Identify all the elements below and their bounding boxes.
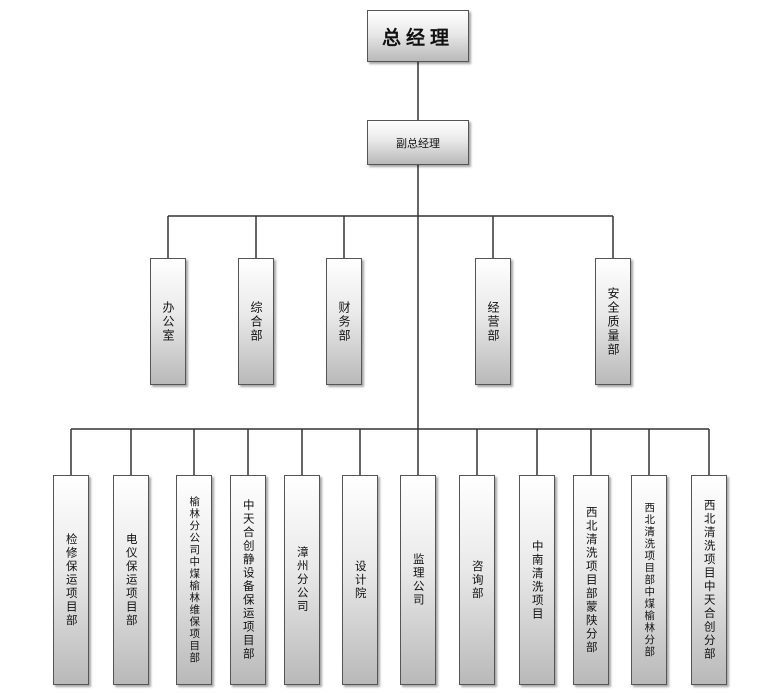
project-label: 西北清洗项目部中煤榆林分部	[643, 502, 656, 658]
project-label: 中天合创静设备保运项目部	[241, 499, 256, 661]
project-label: 西北清洗项目部蒙陕分部	[584, 505, 599, 655]
project-label: 中南清洗项目	[530, 539, 545, 621]
department-label: 财务部	[337, 300, 351, 343]
project-box-11: 西北清洗项目部中煤榆林分部	[631, 475, 667, 685]
department-label: 经营部	[486, 300, 500, 343]
project-box-10: 西北清洗项目部蒙陕分部	[573, 475, 609, 685]
project-box-2: 电仪保运项目部	[113, 475, 149, 685]
project-box-4: 中天合创静设备保运项目部	[230, 475, 266, 685]
project-box-3: 榆林分公司中煤榆林维保项目部	[176, 475, 212, 685]
project-label: 漳州分公司	[295, 546, 310, 614]
project-label: 监理公司	[411, 553, 426, 607]
project-box-5: 漳州分公司	[284, 475, 320, 685]
department-box-safety-quality: 安全质量部	[595, 258, 631, 385]
project-label: 检修保运项目部	[64, 532, 79, 628]
project-box-8: 咨询部	[459, 475, 495, 685]
project-box-1: 检修保运项目部	[53, 475, 89, 685]
project-label: 设计院	[353, 559, 368, 601]
department-box-general: 综合部	[238, 258, 274, 385]
department-label: 办公室	[161, 300, 175, 343]
project-label: 电仪保运项目部	[124, 532, 139, 628]
project-label: 西北清洗项目中天合创分部	[702, 499, 717, 661]
department-box-office: 办公室	[150, 258, 186, 385]
general-manager-box: 总经理	[367, 10, 469, 62]
vice-general-manager-label: 副总经理	[396, 136, 440, 150]
department-box-business: 经营部	[475, 258, 511, 385]
project-box-7: 监理公司	[400, 475, 436, 685]
general-manager-label: 总经理	[381, 26, 454, 49]
project-label: 榆林分公司中煤榆林维保项目部	[188, 496, 201, 664]
department-label: 综合部	[249, 300, 263, 343]
department-box-finance: 财务部	[326, 258, 362, 385]
department-label: 安全质量部	[606, 286, 620, 357]
vice-general-manager-box: 副总经理	[367, 120, 469, 165]
project-box-9: 中南清洗项目	[519, 475, 555, 685]
project-label: 咨询部	[470, 559, 485, 601]
project-box-12: 西北清洗项目中天合创分部	[691, 475, 727, 685]
project-box-6: 设计院	[342, 475, 378, 685]
